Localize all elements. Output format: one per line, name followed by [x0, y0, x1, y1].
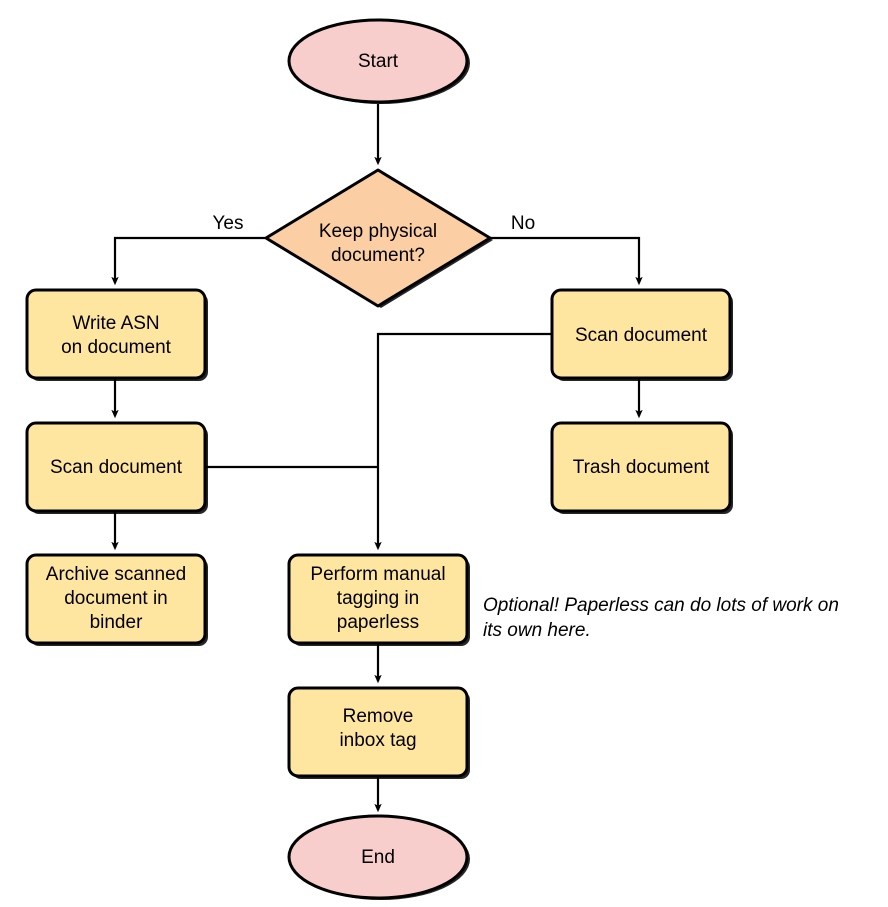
- node-decision-label-line2: document?: [331, 245, 425, 266]
- node-archive-label-line3: binder: [90, 612, 143, 633]
- node-remove-inbox-tag[interactable]: Remove inbox tag: [287, 686, 470, 779]
- node-perform-manual-tagging[interactable]: Perform manual tagging in paperless: [287, 553, 470, 646]
- node-scan-document-right[interactable]: Scan document: [550, 288, 733, 381]
- node-archive-scanned-document[interactable]: Archive scanned document in binder: [25, 553, 208, 646]
- node-end-label: End: [361, 847, 395, 868]
- edges-layer: [111, 104, 643, 813]
- edge-decision-yes-to-write-asn: [111, 236, 265, 286]
- edge-scan-right-to-manual-tagging: [374, 332, 552, 551]
- node-archive-shape: [25, 553, 207, 645]
- node-write-asn-label-line2: on document: [61, 337, 172, 358]
- node-write-asn-shape: [25, 288, 207, 380]
- annotation-line2: its own here.: [483, 620, 591, 641]
- annotation-line1: Optional! Paperless can do lots of work …: [483, 595, 839, 616]
- node-write-asn-label-line1: Write ASN: [72, 313, 159, 334]
- node-end[interactable]: End: [287, 814, 470, 900]
- annotation-optional-note: Optional! Paperless can do lots of work …: [483, 595, 839, 641]
- node-start-shape: [287, 18, 469, 104]
- node-decision-shape: [264, 168, 492, 308]
- node-start-label: Start: [358, 51, 399, 72]
- node-decision-label-line1: Keep physical: [319, 221, 437, 242]
- node-manual-tagging-label-line1: Perform manual: [310, 564, 445, 585]
- node-remove-inbox-label-line1: Remove: [343, 706, 414, 727]
- node-trash-label: Trash document: [573, 457, 710, 478]
- node-scan-left-label: Scan document: [50, 457, 183, 478]
- node-manual-tagging-label-line3: paperless: [337, 612, 419, 633]
- node-scan-left-shape: [25, 421, 207, 513]
- node-archive-label-line2: document in: [64, 588, 168, 609]
- node-scan-right-label: Scan document: [575, 325, 708, 346]
- node-manual-tagging-label-line2: tagging in: [337, 588, 419, 609]
- node-scan-document-left[interactable]: Scan document: [25, 421, 208, 514]
- node-end-shape: [287, 814, 469, 900]
- node-trash-shape: [550, 421, 732, 513]
- node-manual-tagging-shape: [287, 553, 469, 645]
- node-remove-inbox-label-line2: inbox tag: [339, 730, 416, 751]
- node-start[interactable]: Start: [287, 18, 470, 104]
- node-trash-document[interactable]: Trash document: [550, 421, 733, 514]
- node-remove-inbox-shape: [287, 686, 469, 778]
- node-archive-label-line1: Archive scanned: [46, 564, 186, 585]
- node-decision-keep-physical-document[interactable]: Keep physical document?: [264, 168, 493, 308]
- edge-decision-no-to-scan-right: [490, 236, 643, 286]
- edge-label-no: No: [511, 213, 535, 234]
- node-scan-right-shape: [550, 288, 732, 380]
- node-write-asn[interactable]: Write ASN on document: [25, 288, 208, 381]
- edge-label-yes: Yes: [213, 213, 244, 234]
